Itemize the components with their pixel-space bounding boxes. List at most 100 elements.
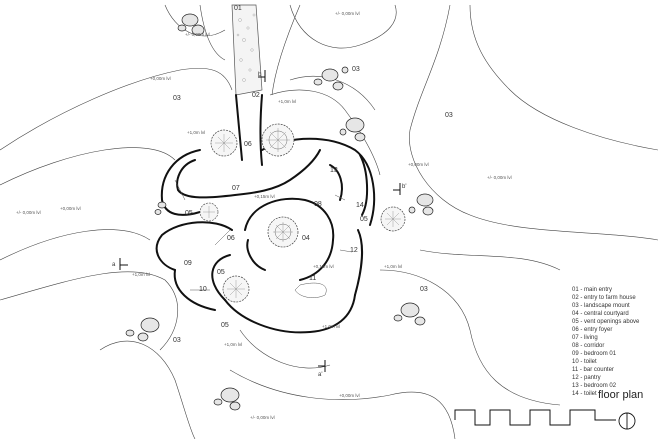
room-number: 02 — [252, 92, 260, 99]
legend-item: 07 - living — [572, 335, 598, 341]
level-label: +1,0m lvl — [322, 324, 340, 329]
wall — [155, 221, 233, 271]
level-label: +/- 0,00m lvl — [335, 11, 360, 16]
legend-item: 12 - pantry — [572, 375, 601, 381]
rock-cluster — [393, 302, 426, 326]
level-label: +1,0m lvl — [187, 130, 205, 135]
room-number: 05 — [221, 322, 229, 329]
wall — [235, 94, 243, 161]
level-label: +/- 0,00m lvl — [185, 32, 210, 37]
contour-line — [0, 229, 151, 261]
legend-item: 02 - entry to farm house — [572, 295, 636, 301]
legend-item: 05 - vent openings above — [572, 319, 640, 325]
room-number: 05 — [360, 216, 368, 223]
contour-line — [229, 369, 456, 439]
room-number: 01 — [234, 5, 242, 12]
room-number: 06 — [227, 235, 235, 242]
north-arrow-icon — [618, 412, 636, 430]
contour-line — [379, 269, 561, 406]
tree — [210, 129, 238, 157]
wall — [160, 149, 201, 216]
room-number: 05 — [217, 269, 225, 276]
rock-cluster — [154, 201, 167, 215]
contour-line — [289, 4, 397, 49]
level-label: +/- 0,00m lvl — [487, 175, 512, 180]
legend-item: 01 - main entry — [572, 287, 612, 293]
level-label: +0,00m lvl — [60, 206, 81, 211]
room-number: 09 — [184, 260, 192, 267]
tree — [199, 202, 219, 222]
room-number: 06 — [244, 141, 252, 148]
rock-cluster — [213, 387, 241, 411]
room-number: 14 — [356, 202, 364, 209]
rock-cluster — [339, 117, 366, 142]
level-label: +1,0m lvl — [132, 272, 150, 277]
contour-line — [99, 340, 196, 439]
level-label: +0,15m lvl — [313, 264, 334, 269]
level-labels: +/- 0,00m lvl +/- 0,00m lvl +0,00m lvl +… — [16, 11, 512, 420]
room-number: 03 — [173, 337, 181, 344]
legend-item: 14 - toilet — [572, 391, 597, 397]
legend-item: 03 - landscape mount — [572, 303, 630, 309]
contour-line — [239, 329, 331, 369]
legend-item: 06 - entry foyer — [572, 327, 612, 333]
wall — [259, 94, 263, 166]
level-label: +/- 0,00m lvl — [250, 415, 275, 420]
contour-line — [419, 249, 561, 271]
plan-title: floor plan — [598, 389, 643, 401]
contour-line — [0, 147, 176, 186]
section-letter: b' — [402, 184, 406, 190]
interior-lines — [174, 179, 353, 298]
room-number: 12 — [350, 247, 358, 254]
rock-cluster — [125, 317, 160, 342]
section-marker — [119, 258, 128, 270]
wall — [359, 154, 369, 216]
room-number: 08 — [314, 201, 322, 208]
level-label: +1,0m lvl — [384, 264, 402, 269]
room-number: 10 — [199, 286, 207, 293]
contour-line — [269, 89, 381, 176]
contour-line — [199, 4, 226, 61]
legend-item: 10 - toilet — [572, 359, 597, 365]
contour-lines — [0, 4, 658, 439]
building-walls — [155, 94, 376, 334]
level-label: +1,0m lvl — [278, 99, 296, 104]
legend: 01 - main entry 02 - entry to farm house… — [572, 287, 640, 397]
legend-item: 11 - bar counter — [572, 367, 614, 373]
section-letters: a b b' a' — [112, 72, 406, 378]
rock-cluster — [313, 66, 349, 91]
room-number: 03 — [173, 95, 181, 102]
section-letter: a' — [318, 372, 322, 378]
tree — [261, 123, 295, 157]
contour-line — [0, 271, 178, 351]
level-label: +1,0m lvl — [224, 342, 242, 347]
room-number: 11 — [309, 275, 316, 282]
tree — [222, 275, 250, 303]
section-letter: a — [112, 262, 116, 268]
legend-item: 09 - bedroom 01 — [572, 351, 617, 357]
section-markers — [119, 70, 401, 372]
level-label: +/- 0,00m lvl — [16, 210, 41, 215]
legend-item: 13 - bedroom 02 — [572, 383, 617, 389]
room-number: 03 — [445, 112, 453, 119]
wall — [211, 254, 231, 301]
room-number: 04 — [302, 235, 310, 242]
contour-line — [469, 4, 658, 151]
tree — [380, 206, 406, 232]
contour-line — [409, 4, 658, 241]
wall — [299, 239, 334, 281]
wall — [329, 164, 343, 201]
contour-line — [271, 4, 301, 96]
room-number: 03 — [352, 66, 360, 73]
rock-cluster — [177, 13, 205, 36]
section-marker — [393, 183, 401, 195]
wall — [354, 229, 363, 296]
section-letter: b — [258, 72, 262, 78]
wall — [246, 239, 266, 271]
wall — [224, 294, 356, 334]
contour-line — [289, 75, 376, 111]
wall — [244, 197, 335, 241]
contour-line — [164, 4, 226, 37]
